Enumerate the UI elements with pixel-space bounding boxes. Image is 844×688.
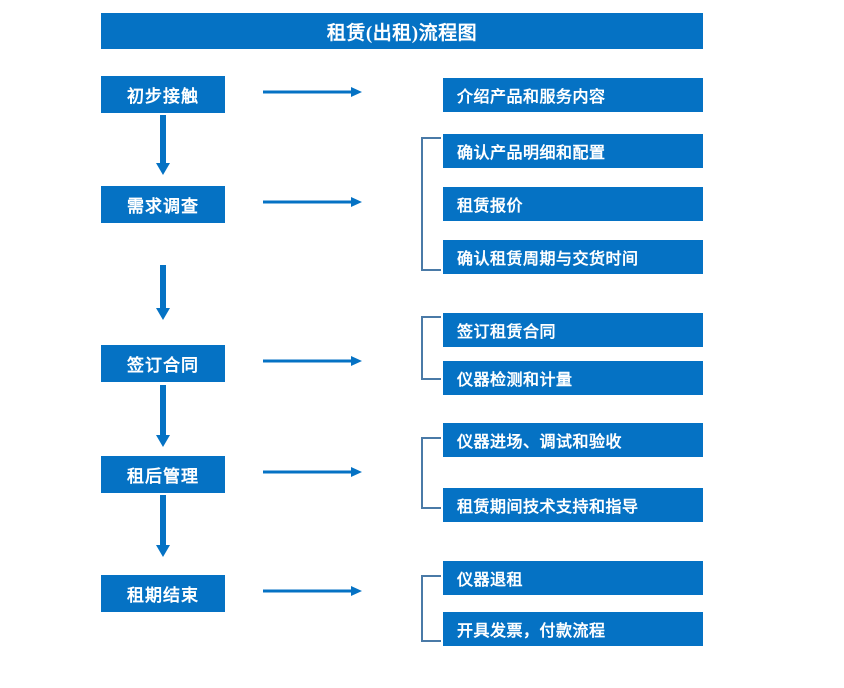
right-arrow-icon-3 [263,356,362,366]
down-arrow-icon-3 [156,385,170,447]
page-title: 租赁(出租)流程图 [101,13,703,49]
detail-box-10[interactable]: 开具发票，付款流程 [443,612,703,646]
detail-box-8[interactable]: 租赁期间技术支持和指导 [443,488,703,522]
detail-box-7[interactable]: 仪器进场、调试和验收 [443,423,703,457]
detail-box-1[interactable]: 介绍产品和服务内容 [443,78,703,112]
right-arrow-icon-4 [263,467,362,477]
stage-box-5[interactable]: 租期结束 [101,575,225,612]
stage-box-4[interactable]: 租后管理 [101,456,225,493]
detail-box-9[interactable]: 仪器退租 [443,561,703,595]
group-bracket-icon-1 [421,137,441,271]
right-arrow-icon-5 [263,586,362,596]
stage-box-3[interactable]: 签订合同 [101,345,225,382]
detail-box-5[interactable]: 签订租赁合同 [443,313,703,347]
group-bracket-icon-4 [421,575,441,642]
detail-box-3[interactable]: 租赁报价 [443,187,703,221]
down-arrow-icon-4 [156,495,170,557]
detail-box-2[interactable]: 确认产品明细和配置 [443,134,703,168]
stage-box-2[interactable]: 需求调查 [101,186,225,223]
stage-box-1[interactable]: 初步接触 [101,76,225,113]
group-bracket-icon-3 [421,437,441,509]
down-arrow-icon-1 [156,115,170,175]
right-arrow-icon-2 [263,197,362,207]
right-arrow-icon-1 [263,87,362,97]
down-arrow-icon-2 [156,265,170,320]
group-bracket-icon-2 [421,316,441,380]
detail-box-4[interactable]: 确认租赁周期与交货时间 [443,240,703,274]
detail-box-6[interactable]: 仪器检测和计量 [443,361,703,395]
